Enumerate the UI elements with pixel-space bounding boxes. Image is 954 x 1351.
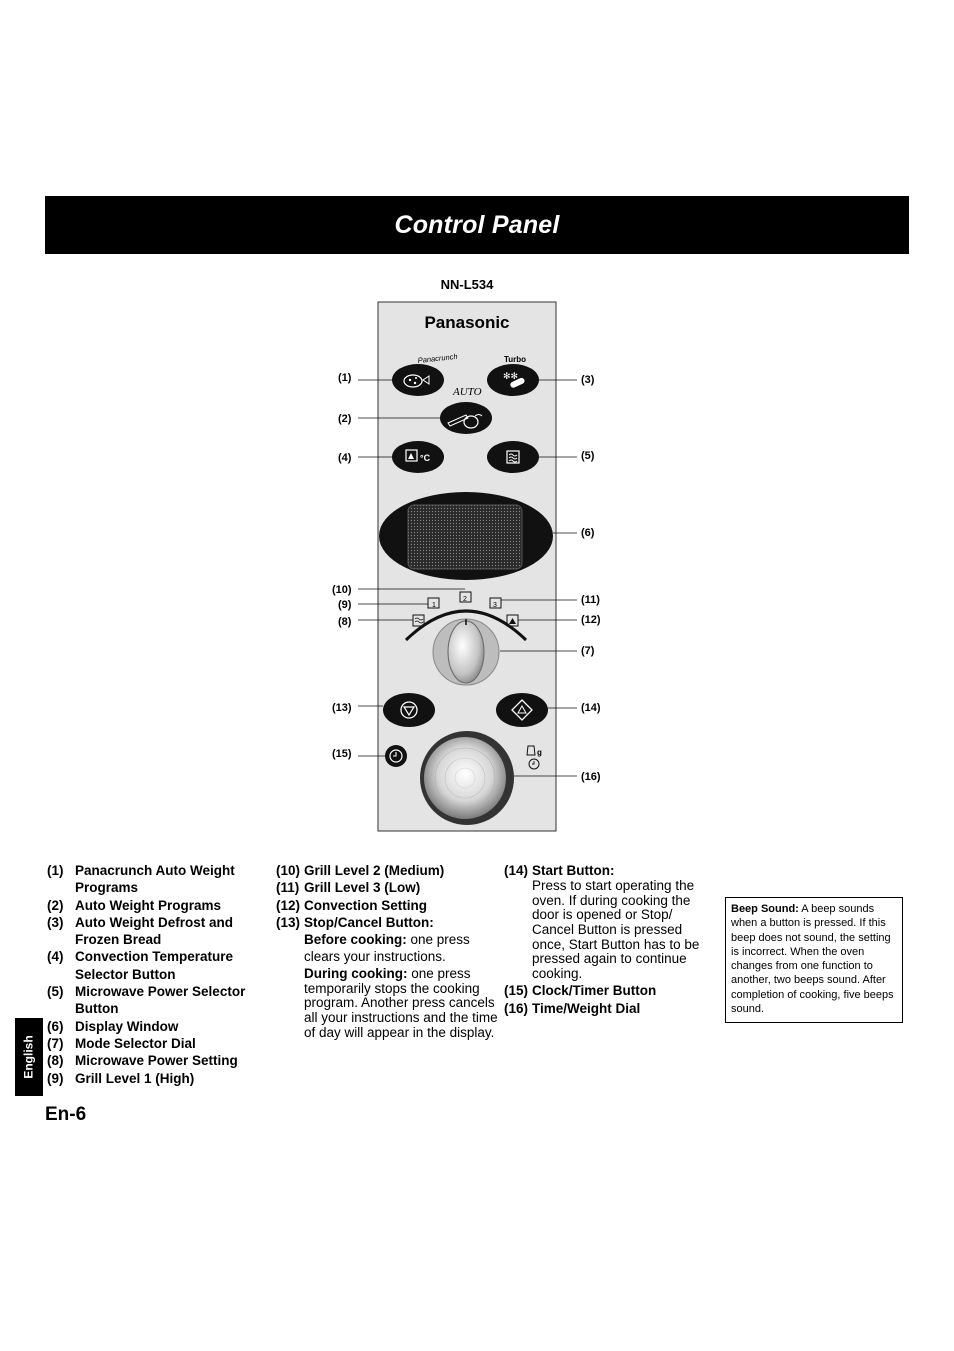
- clock-icon: [389, 749, 403, 763]
- beep-sound-note: Beep Sound: A beep sounds when a button …: [725, 897, 903, 1023]
- food-icon: [447, 414, 483, 429]
- callout-3: (3): [581, 374, 595, 386]
- timer-icon: [528, 758, 540, 770]
- model-number: NN-L534: [440, 277, 494, 292]
- language-label: English: [22, 1035, 36, 1079]
- callout-10: (10): [332, 584, 352, 596]
- panacrunch-button[interactable]: [392, 364, 444, 396]
- callout-11: (11): [581, 594, 600, 606]
- callout-12: (12): [581, 614, 601, 626]
- legend-item: (3)Auto Weight Defrost and Frozen Bread: [47, 914, 233, 948]
- legend-item: (11)Grill Level 3 (Low): [276, 880, 421, 896]
- page-number: En-6: [45, 1104, 87, 1125]
- legend-item: (14)Start Button:: [504, 863, 615, 878]
- auto-label: AUTO: [452, 386, 482, 398]
- display-window: [379, 492, 553, 580]
- callout-9: (9): [338, 599, 352, 611]
- mode-arc: [404, 609, 528, 642]
- legend-item: (7)Mode Selector Dial: [47, 1035, 196, 1051]
- auto-weight-button[interactable]: [440, 402, 492, 434]
- gram-unit: g: [537, 748, 542, 757]
- snowflake-bread-icon: ✻✻: [503, 372, 525, 388]
- turbo-label: Turbo: [504, 355, 526, 364]
- callout-8: (8): [338, 616, 352, 628]
- legend-item: (9)Grill Level 1 (High): [47, 1070, 195, 1086]
- legend-item: (4)Convection Temperature Selector Butto…: [47, 949, 234, 982]
- svg-text:✻✻: ✻✻: [503, 372, 518, 382]
- legend-item: (6)Display Window: [47, 1018, 179, 1034]
- grill-level-2-icon: 2: [459, 591, 472, 603]
- legend-column-3: (14)Start Button: Press to start operati…: [504, 862, 716, 1017]
- svg-text:3: 3: [493, 602, 497, 609]
- svg-text:2: 2: [463, 596, 467, 603]
- weight-icon: g: [526, 745, 542, 757]
- callout-15: (15): [332, 748, 352, 760]
- convection-temperature-icon: °C: [405, 449, 431, 463]
- stop-cancel-button[interactable]: [383, 693, 435, 727]
- legend-item: (8)Microwave Power Setting: [47, 1053, 238, 1069]
- convection-setting-icon: [506, 614, 519, 627]
- microwave-power-button[interactable]: [487, 441, 539, 473]
- during-cooking-label: During cooking:: [304, 966, 408, 982]
- legend-item: (2)Auto Weight Programs: [47, 897, 222, 913]
- brand-logo: Panasonic: [424, 313, 509, 332]
- beep-sound-label: Beep Sound:: [731, 903, 799, 915]
- microwave-icon: [506, 450, 520, 464]
- callout-4: (4): [338, 452, 352, 464]
- legend-item: (16)Time/Weight Dial: [504, 1000, 641, 1016]
- legend-column-1: (1)Panacrunch Auto Weight Programs (2)Au…: [47, 862, 272, 1087]
- title-bar: Control Panel: [45, 196, 909, 254]
- pizza-icon: [403, 374, 430, 388]
- stop-cancel-description: Before cooking: one press clears your in…: [304, 932, 498, 1040]
- legend-item: (13)Stop/Cancel Button:: [276, 914, 434, 930]
- callout-7: (7): [581, 645, 595, 657]
- start-icon: [511, 699, 533, 721]
- convection-temp-button[interactable]: °C: [392, 441, 444, 473]
- callout-lines: [358, 379, 577, 777]
- legend-item: (15)Clock/Timer Button: [504, 983, 657, 999]
- language-tab: English: [15, 1018, 43, 1096]
- panacrunch-label: Panacrunch: [417, 352, 458, 365]
- legend-item: (10)Grill Level 2 (Medium): [276, 863, 445, 878]
- clock-timer-button[interactable]: [385, 745, 407, 767]
- legend-column-2: (10)Grill Level 2 (Medium) (11)Grill Lev…: [276, 862, 498, 1042]
- control-panel-diagram: Panasonic Panacrunch Turbo AUTO ✻✻: [320, 300, 620, 836]
- grill-level-3-icon: 3: [489, 597, 502, 609]
- callout-14: (14): [581, 702, 601, 714]
- start-description: Press to start operating the oven. If du…: [532, 878, 700, 981]
- page-title: Control Panel: [394, 210, 560, 239]
- before-cooking-label: Before cooking:: [304, 932, 407, 948]
- callout-5: (5): [581, 450, 595, 462]
- start-button[interactable]: [496, 693, 548, 727]
- callout-13: (13): [332, 702, 352, 714]
- callout-1: (1): [338, 372, 352, 384]
- celsius-unit: °C: [420, 453, 431, 463]
- legend-item: (5)Microwave Power Selector Button: [47, 984, 246, 1017]
- grill-level-1-icon: 1: [427, 597, 440, 609]
- defrost-button[interactable]: ✻✻: [487, 364, 539, 396]
- microwave-setting-icon: [412, 614, 425, 627]
- callout-6: (6): [581, 527, 595, 539]
- legend-item: (12)Convection Setting: [276, 897, 428, 913]
- mode-selector-dial[interactable]: [432, 618, 500, 686]
- stop-icon: [400, 701, 418, 719]
- beep-sound-text: A beep sounds when a button is pressed. …: [731, 903, 894, 1016]
- legend-item: (1)Panacrunch Auto Weight Programs: [47, 863, 235, 896]
- callout-16: (16): [581, 771, 601, 783]
- callout-2: (2): [338, 413, 352, 425]
- time-weight-dial[interactable]: [420, 731, 514, 825]
- svg-text:1: 1: [432, 602, 436, 609]
